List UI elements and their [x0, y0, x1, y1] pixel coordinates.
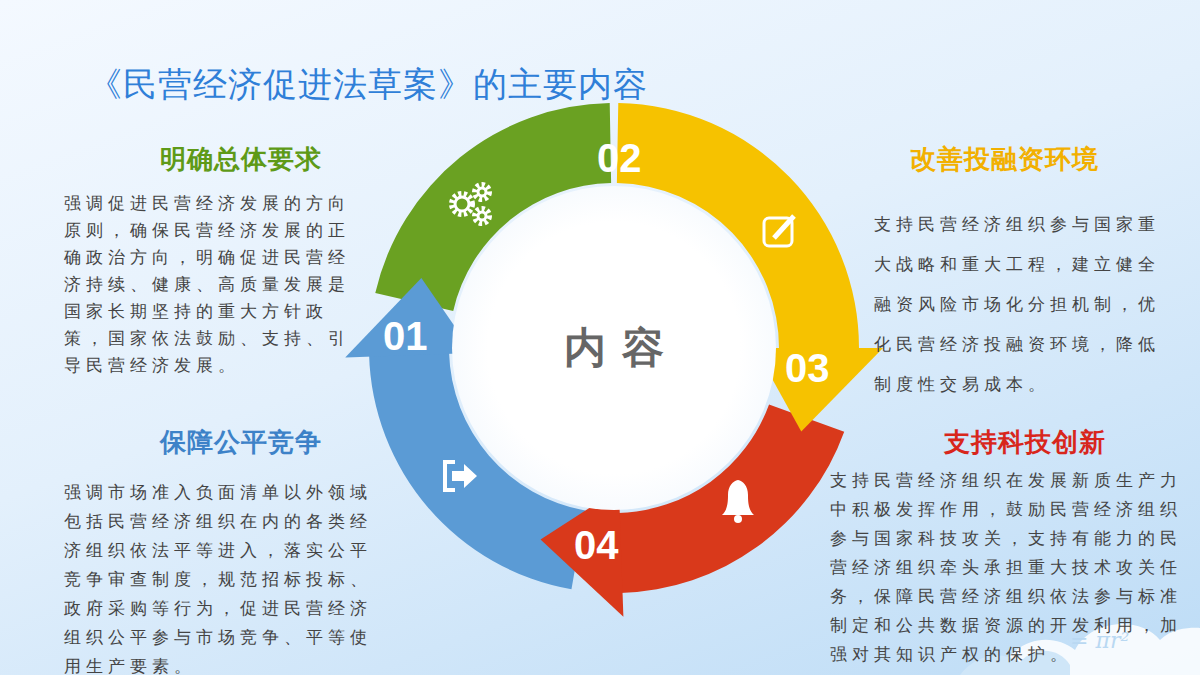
gear-icon: [478, 212, 486, 220]
bell-icon: [734, 515, 742, 523]
section-body: 支持民营经济组织在发展新质生产力中积极发挥作用，鼓励民营经济组织参与国家科技攻关…: [830, 466, 1192, 669]
slide-title: 《民营经济促进法草案》的主要内容: [88, 62, 648, 108]
section-body: 支持民营经济组织参与国家重大战略和重大工程，建立健全融资风险市场化分担机制，优化…: [874, 204, 1174, 404]
gear-icon: [455, 197, 469, 211]
center-label: 内容: [548, 320, 680, 376]
section-heading: 保障公平竞争: [160, 425, 322, 460]
section-heading: 改善投融资环境: [910, 142, 1099, 177]
section-heading: 支持科技创新: [944, 425, 1106, 460]
gear-icon: [475, 209, 489, 223]
gear-icon: [452, 194, 472, 214]
edit-icon: [774, 216, 794, 238]
gear-icon: [478, 188, 486, 196]
section-heading: 明确总体要求: [160, 142, 322, 177]
callout-number: 02: [597, 136, 642, 181]
section-body: 强调促进民营经济发展的方向原则，确保民营经济发展的正确政治方向，明确促进民营经济…: [64, 190, 356, 379]
watermark-formula: = πr²: [1070, 628, 1129, 653]
section-body: 强调市场准入负面清单以外领域包括民营经济组织在内的各类经济组织依法平等进入，落实…: [64, 478, 392, 675]
exit-icon: [452, 464, 477, 488]
callout-number: 03: [785, 346, 830, 391]
callout-number: 01: [383, 314, 428, 359]
bell-icon: [722, 480, 754, 515]
callout-number: 04: [574, 523, 619, 568]
cycle-ring: [345, 103, 883, 617]
gear-icon: [475, 185, 489, 199]
center-circle: 内容: [452, 186, 776, 510]
